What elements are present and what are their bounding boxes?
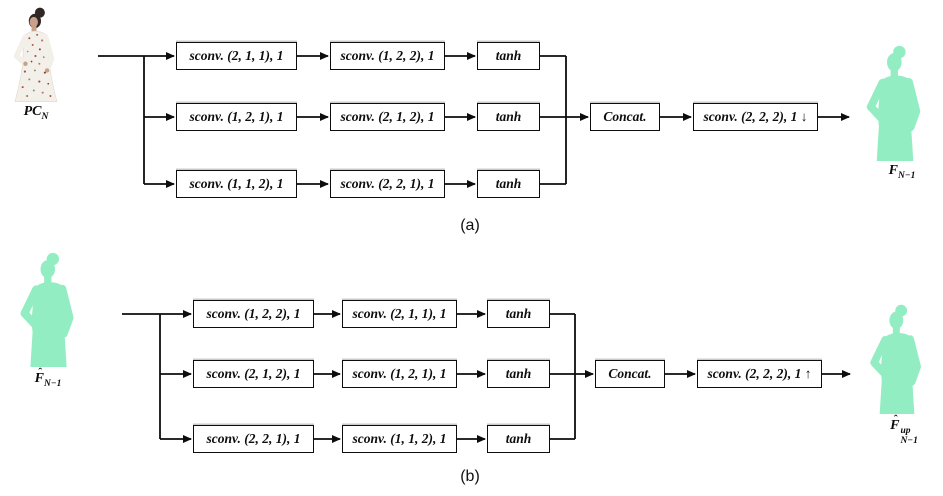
a-branch1-conv1-box: sconv. (2, 1, 1), 1 (176, 42, 297, 70)
b-branch1-tanh-box: tanh (487, 300, 550, 328)
a-branch3-conv1-box: sconv. (1, 1, 2), 1 (176, 170, 297, 198)
a-branch1-tanh-box: tanh (477, 42, 540, 70)
a-branch2-conv1-box: sconv. (1, 2, 1), 1 (176, 103, 297, 131)
a-branch1-conv2-box: sconv. (1, 2, 2), 1 (330, 42, 445, 70)
b-branch1-conv2-box: sconv. (2, 1, 1), 1 (342, 300, 457, 328)
caption-b: (b) (460, 468, 480, 485)
b-branch1-conv1-box: sconv. (1, 2, 2), 1 (193, 300, 314, 328)
b-branch2-tanh-box: tanh (487, 360, 550, 388)
a-branch3-conv2-box: sconv. (2, 2, 1), 1 (330, 170, 445, 198)
b-branch3-conv2-box: sconv. (1, 1, 2), 1 (342, 425, 457, 453)
a-branch3-tanh-box: tanh (477, 170, 540, 198)
a-concat-box: Concat. (590, 103, 660, 131)
a-input-label: PCN (23, 104, 49, 122)
input-pointcloud-photo (8, 6, 64, 106)
b-branch2-conv2-box: sconv. (1, 2, 1), 1 (342, 360, 457, 388)
b-branch2-conv1-box: sconv. (2, 1, 2), 1 (193, 360, 314, 388)
output-feature-silhouette-a (858, 44, 932, 161)
a-branch2-conv2-box: sconv. (2, 1, 2), 1 (330, 103, 445, 131)
b-final-sconv-box: sconv. (2, 2, 2), 1 ↑ (697, 360, 822, 388)
output-feature-silhouette-b (862, 303, 932, 414)
input-feature-silhouette-b (12, 251, 85, 367)
a-final-sconv-box: sconv. (2, 2, 2), 1 ↓ (693, 103, 818, 131)
a-branch2-tanh-box: tanh (477, 103, 540, 131)
b-branch3-conv1-box: sconv. (2, 2, 1), 1 (193, 425, 314, 453)
a-output-label: FN−1 (888, 163, 916, 181)
b-branch3-tanh-box: tanh (487, 425, 550, 453)
caption-a: (a) (460, 217, 480, 234)
b-concat-box: Concat. (595, 360, 665, 388)
